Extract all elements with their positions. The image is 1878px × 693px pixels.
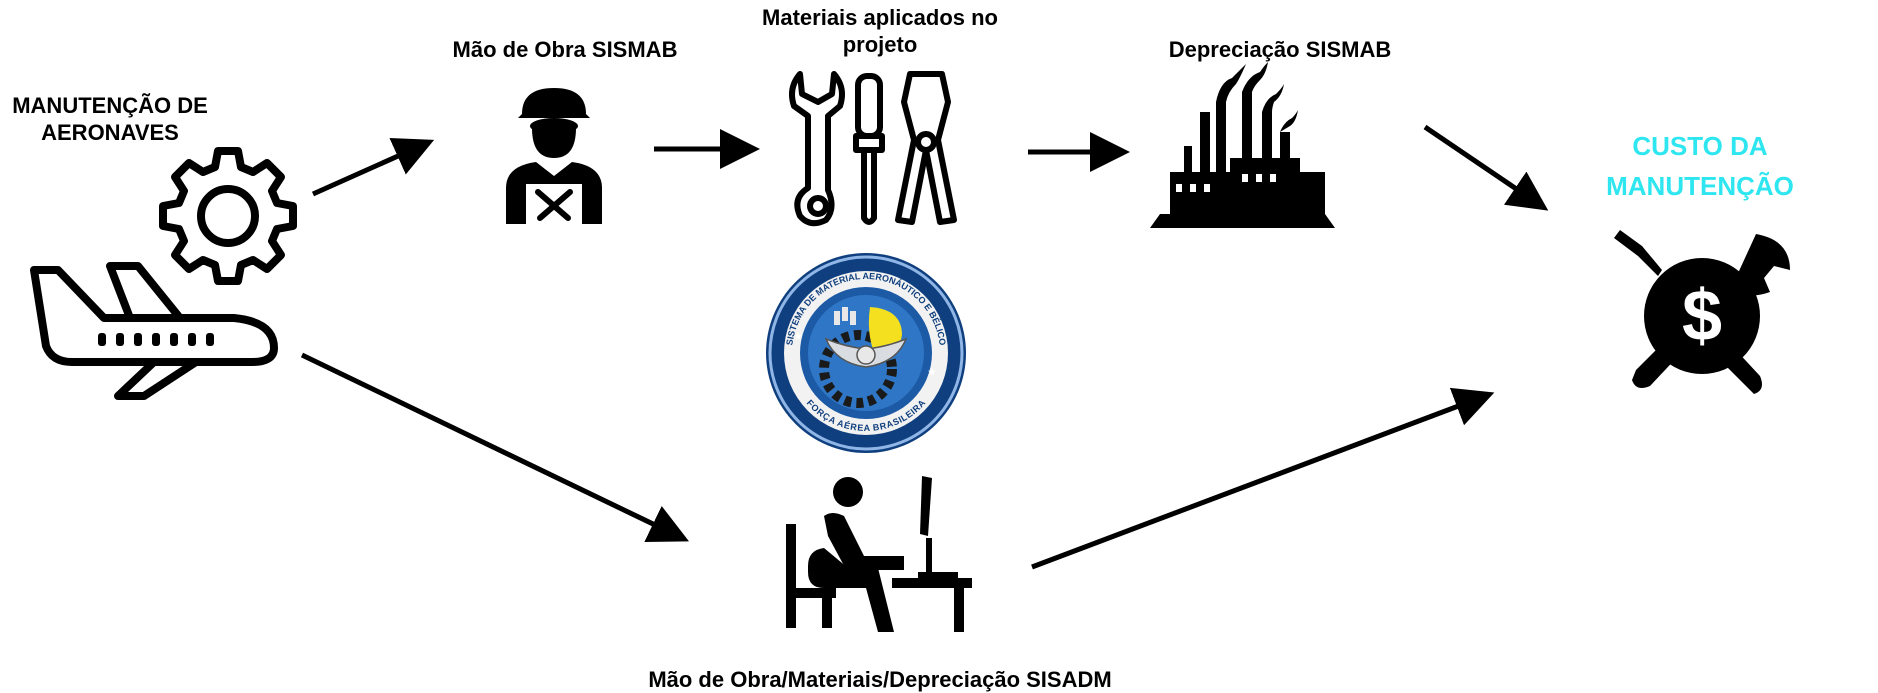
label-materials: Materiais aplicados no projeto bbox=[762, 5, 998, 57]
svg-text:$: $ bbox=[1682, 276, 1722, 356]
arrow-depreciation-to-result bbox=[1423, 124, 1549, 211]
label-start: MANUTENÇÃO DE AERONAVES bbox=[12, 93, 208, 145]
worker-icon bbox=[506, 88, 602, 224]
gear-icon bbox=[159, 147, 297, 285]
label-result: CUSTO DA MANUTENÇÃO bbox=[1606, 131, 1794, 201]
tools-icon bbox=[789, 71, 957, 227]
label-depreciation-sismab: Depreciação SISMAB bbox=[1168, 37, 1392, 62]
airplane-icon bbox=[30, 262, 278, 400]
label-sisadm: Mão de Obra/Materiais/Depreciação SISADM bbox=[648, 667, 1112, 692]
arrow-start-to-labor bbox=[311, 137, 435, 197]
cost-tools-icon: $ bbox=[1614, 230, 1790, 394]
arrow-sisadm-to-result bbox=[1031, 387, 1495, 570]
svg-text:★: ★ bbox=[794, 331, 803, 341]
office-worker-icon bbox=[786, 476, 972, 632]
svg-text:★: ★ bbox=[928, 367, 937, 377]
emblem-icon: ★ ★ SISTEMA DE MATERIAL AERONÁUTICO E BÉ… bbox=[766, 253, 966, 453]
label-labor-sismab: Mão de Obra SISMAB bbox=[452, 37, 678, 62]
arrow-start-to-sisadm bbox=[300, 352, 690, 543]
factory-icon bbox=[1150, 62, 1335, 228]
